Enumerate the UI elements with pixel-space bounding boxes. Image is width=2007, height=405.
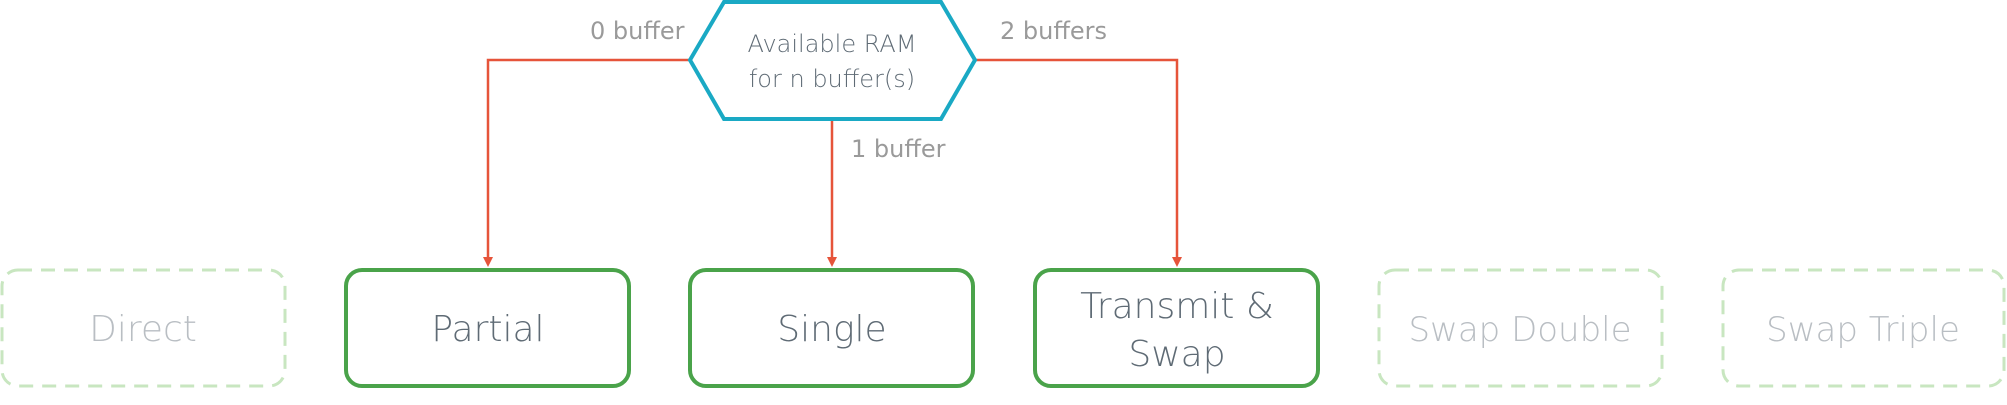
source-label-line2: for n buffer(s) bbox=[749, 65, 915, 93]
mode-box-swap-triple: Swap Triple bbox=[1721, 268, 2006, 388]
connectors bbox=[483, 58, 1182, 267]
mode-box-direct: Direct bbox=[0, 268, 287, 388]
mode-label-swap-double: Swap Double bbox=[1408, 310, 1631, 350]
source-label-line1: Available RAM bbox=[747, 30, 916, 58]
mode-box-partial: Partial bbox=[344, 268, 631, 388]
mode-label-single: Single bbox=[777, 309, 886, 350]
connector-to-partial bbox=[483, 58, 690, 267]
mode-box-single: Single bbox=[688, 268, 975, 388]
source-hexagon bbox=[687, 0, 978, 121]
mode-label-partial: Partial bbox=[431, 309, 544, 350]
mode-label-transmit-line2: Swap bbox=[1128, 334, 1225, 375]
mode-box-swap-double: Swap Double bbox=[1377, 268, 1664, 388]
mode-box-transmit-swap: Transmit & Swap bbox=[1033, 268, 1320, 388]
source-node: Available RAM for n buffer(s) bbox=[687, 0, 978, 121]
mode-label-direct: Direct bbox=[89, 309, 197, 350]
edge-label-zero-buffer: 0 buffer bbox=[590, 17, 685, 45]
mode-label-transmit-line1: Transmit & bbox=[1080, 286, 1274, 327]
connector-to-transmit-swap bbox=[975, 58, 1182, 267]
mode-label-swap-triple: Swap Triple bbox=[1766, 310, 1960, 350]
edge-label-two-buffers: 2 buffers bbox=[1000, 17, 1107, 45]
edge-label-one-buffer: 1 buffer bbox=[851, 135, 946, 163]
